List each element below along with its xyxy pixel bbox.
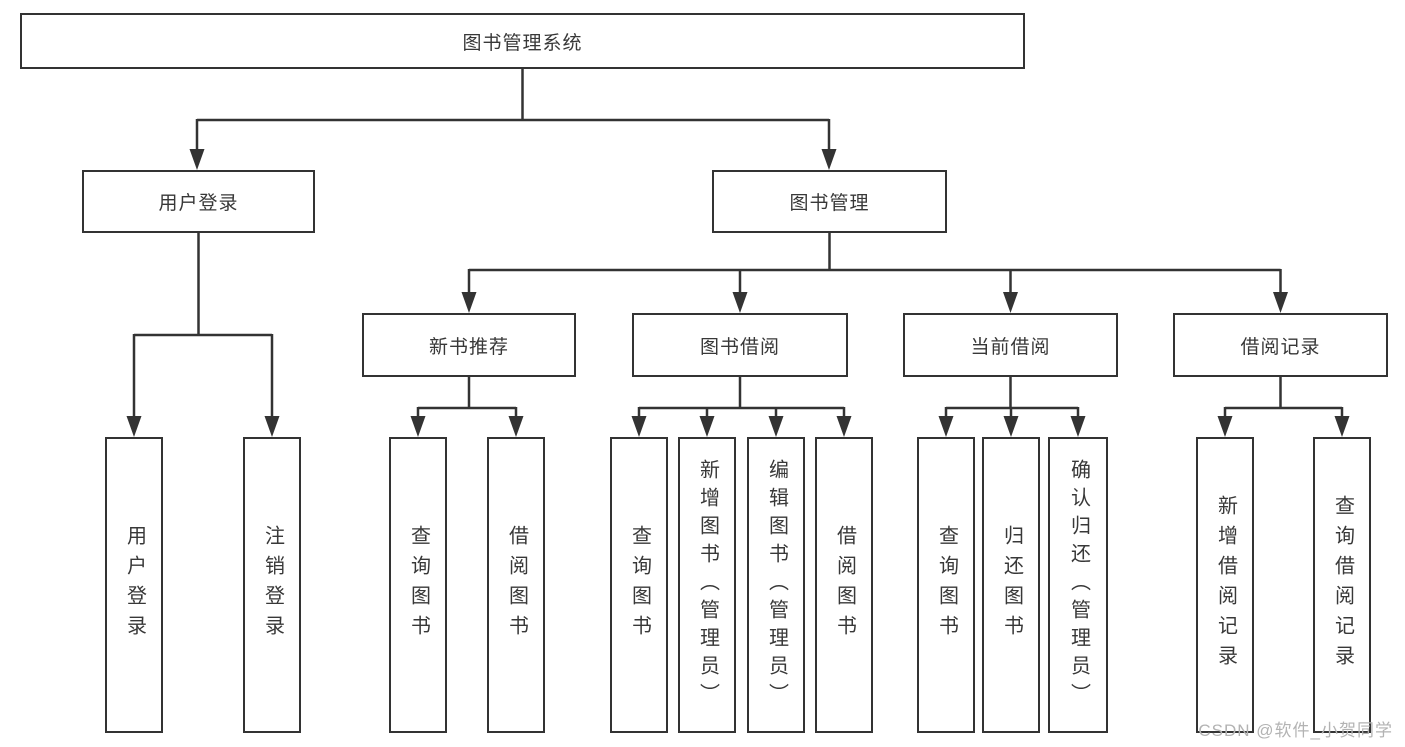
leaf-user-login: 用户登录 [105, 437, 163, 733]
leaf-query-books-current: 查询图书 [917, 437, 975, 733]
leaf-add-books-admin-label: 新增图书（管理员） [696, 459, 719, 711]
leaf-query-books-borrowing-label: 查询图书 [628, 525, 651, 645]
node-book-management: 图书管理 [712, 170, 947, 233]
leaf-return-books: 归还图书 [982, 437, 1040, 733]
leaf-query-borrow-record-label: 查询借阅记录 [1331, 495, 1354, 675]
leaf-confirm-return-admin: 确认归还（管理员） [1048, 437, 1108, 733]
node-book-borrowing-label: 图书借阅 [699, 336, 780, 358]
leaf-borrow-books-recommend-label: 借阅图书 [505, 525, 528, 645]
leaf-query-books-recommend: 查询图书 [389, 437, 447, 733]
leaf-return-books-label: 归还图书 [1000, 525, 1023, 645]
leaf-query-books-recommend-label: 查询图书 [407, 525, 430, 645]
node-root-library-system: 图书管理系统 [20, 13, 1025, 69]
leaf-edit-books-admin: 编辑图书（管理员） [747, 437, 805, 733]
leaf-borrow-books: 借阅图书 [815, 437, 873, 733]
node-borrowing-records: 借阅记录 [1173, 313, 1388, 377]
leaf-query-borrow-record: 查询借阅记录 [1313, 437, 1371, 733]
leaf-add-borrow-record: 新增借阅记录 [1196, 437, 1254, 733]
csdn-watermark: CSDN @软件_小贺同学 [1198, 721, 1393, 740]
node-current-borrowing: 当前借阅 [903, 313, 1118, 377]
leaf-query-books-borrowing: 查询图书 [610, 437, 668, 733]
leaf-logout: 注销登录 [243, 437, 301, 733]
leaf-logout-label: 注销登录 [261, 525, 284, 645]
leaf-user-login-label: 用户登录 [123, 525, 146, 645]
node-new-book-recommend: 新书推荐 [362, 313, 576, 377]
leaf-borrow-books-recommend: 借阅图书 [487, 437, 545, 733]
node-new-book-recommend-label: 新书推荐 [428, 336, 509, 358]
node-current-borrowing-label: 当前借阅 [970, 336, 1051, 358]
leaf-add-books-admin: 新增图书（管理员） [678, 437, 736, 733]
leaf-confirm-return-admin-label: 确认归还（管理员） [1067, 459, 1090, 711]
leaf-borrow-books-label: 借阅图书 [833, 525, 856, 645]
leaf-edit-books-admin-label: 编辑图书（管理员） [765, 459, 788, 711]
node-root-label: 图书管理系统 [462, 32, 583, 54]
node-book-borrowing: 图书借阅 [632, 313, 848, 377]
node-borrowing-records-label: 借阅记录 [1240, 336, 1321, 358]
node-user-login-label: 用户登录 [158, 193, 239, 214]
node-book-management-label: 图书管理 [789, 193, 870, 214]
leaf-query-books-current-label: 查询图书 [935, 525, 958, 645]
node-user-login: 用户登录 [82, 170, 315, 233]
leaf-add-borrow-record-label: 新增借阅记录 [1214, 495, 1237, 675]
